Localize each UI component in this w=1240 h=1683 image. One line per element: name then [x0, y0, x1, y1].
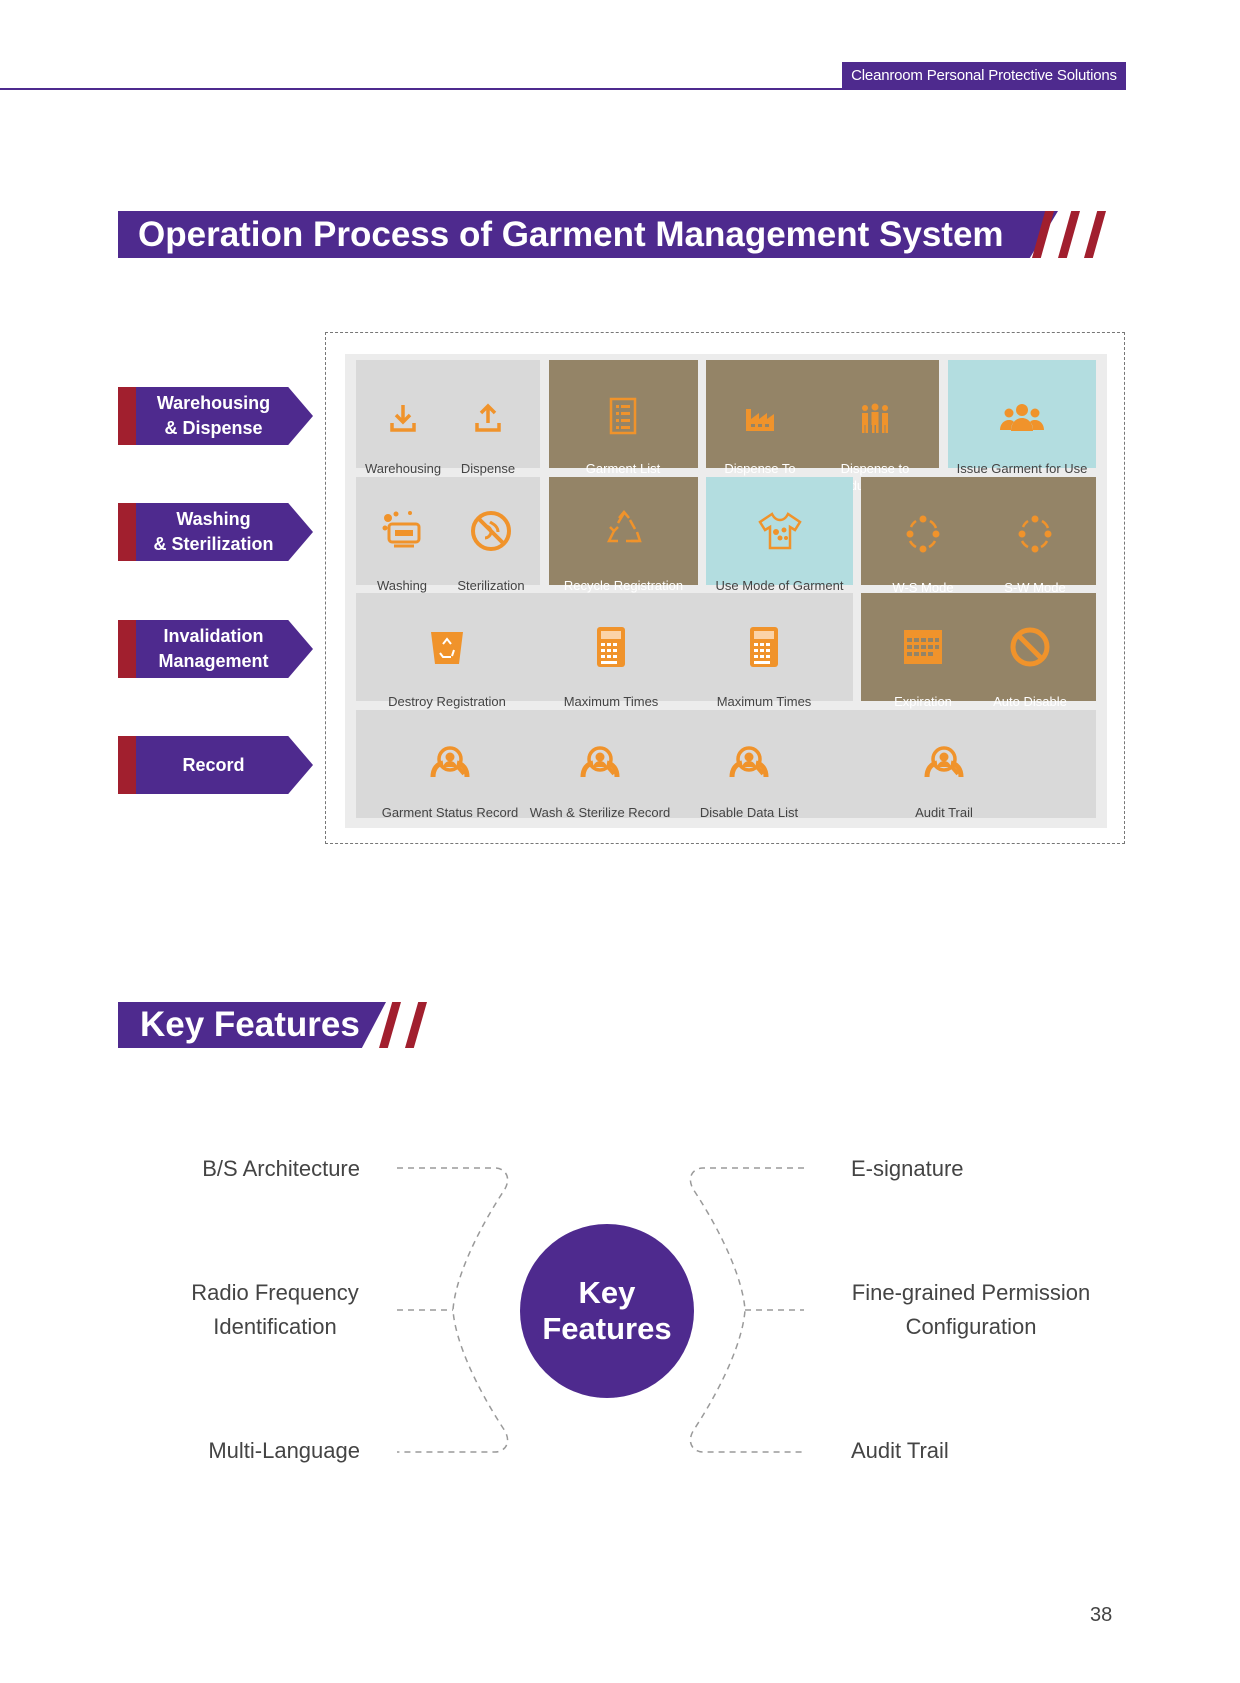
garment-icon [757, 512, 802, 550]
item-recycle-registration: Recycle Registration [549, 493, 698, 594]
cell-ws-sw-mode: W-S Mode S-W Mode [861, 477, 1096, 595]
feature-e-signature: E-signature [851, 1156, 964, 1181]
upload-icon [475, 403, 501, 432]
feature-bs-architecture: B/S Architecture [202, 1156, 360, 1181]
sterilize-prohibited-icon [471, 511, 511, 551]
people-group-icon [862, 403, 888, 433]
download-icon [390, 405, 416, 432]
cycle-icon [1018, 515, 1052, 553]
cycle-icon [906, 515, 940, 553]
trash-bin-icon [431, 632, 463, 664]
item-garment-status-record: Garment Status Record [370, 728, 530, 821]
cell-issue-garment: Issue Garment for Use [948, 360, 1096, 476]
washing-icon [382, 511, 421, 548]
item-garment-list: Garment List [563, 380, 683, 477]
list-document-icon [609, 397, 637, 435]
cell-destroy-maximums: Destroy Registration Maximum Times of Wa… [356, 593, 853, 726]
features-connectors [397, 1167, 804, 1453]
users-icon [1000, 404, 1044, 431]
header-rule [0, 88, 1126, 90]
user-search-icon [729, 746, 769, 778]
cell-use-mode: Use Mode of Garment [706, 477, 853, 593]
item-ws-mode: W-S Mode [868, 497, 978, 596]
factory-icon [746, 409, 774, 431]
header-tag: Cleanroom Personal Protective Solutions [842, 62, 1126, 90]
category-label: Washing & Sterilization [153, 509, 274, 554]
item-use-mode-garment: Use Mode of Garment [706, 493, 853, 594]
recycle-icon [606, 510, 642, 543]
title-slashes [1028, 211, 1118, 258]
features-title-slashes [375, 1002, 455, 1048]
calendar-icon [904, 630, 942, 664]
category-label: Warehousing & Dispense [156, 393, 271, 438]
category-invalidation-management: Invalidation Management [118, 620, 313, 678]
feature-permission-config: Fine-grained Permission Configuration [851, 1280, 1091, 1339]
item-warehousing: Warehousing [358, 384, 448, 477]
feature-rfid: Radio Frequency Identification [191, 1280, 359, 1339]
process-frame [325, 332, 1125, 844]
item-disable-data-list: Disable Data List [674, 728, 824, 821]
category-label: Record [182, 754, 245, 775]
item-wash-sterilize-record: Wash & Sterilize Record [510, 728, 690, 821]
category-record: Record [118, 736, 313, 794]
calculator-icon [750, 627, 778, 667]
cell-washing-sterilization-reg: Washing Registration Sterilization Regis… [356, 477, 540, 610]
cell-warehousing-dispense: Warehousing Dispense [356, 360, 540, 476]
page-number: 38 [1090, 1604, 1113, 1626]
cell-garment-list: Garment List [549, 360, 698, 476]
category-washing-sterilization: Washing & Sterilization [118, 503, 313, 561]
item-audit-trail: Audit Trail [869, 728, 1019, 821]
item-issue-garment: Issue Garment for Use [948, 384, 1096, 477]
item-destroy-registration: Destroy Registration [372, 609, 522, 710]
process-title: Operation Process of Garment Management … [118, 211, 1058, 258]
category-label: Invalidation Management [158, 626, 269, 671]
cell-dispense-targets: Dispense To Workshop Dispense to Product… [706, 360, 939, 493]
feature-audit-trail: Audit Trail [851, 1438, 949, 1463]
cell-expiration-autodisable: Expiration Date Auto Disable After Inval… [861, 593, 1096, 726]
features-title: Key Features [118, 1002, 386, 1048]
prohibited-icon [1010, 627, 1050, 667]
item-dispense: Dispense [443, 384, 533, 477]
cell-records: Garment Status Record Wash & Sterilize R… [356, 710, 1096, 821]
user-search-icon [430, 746, 470, 778]
features-center-circle: Key Features [520, 1224, 694, 1398]
cell-recycle-registration: Recycle Registration [549, 477, 698, 593]
category-warehousing-dispense: Warehousing & Dispense [118, 387, 313, 445]
user-search-icon [924, 746, 964, 778]
user-search-icon [580, 746, 620, 778]
item-sw-mode: S-W Mode [980, 497, 1090, 596]
feature-multi-language: Multi-Language [208, 1438, 360, 1463]
calculator-icon [597, 627, 625, 667]
